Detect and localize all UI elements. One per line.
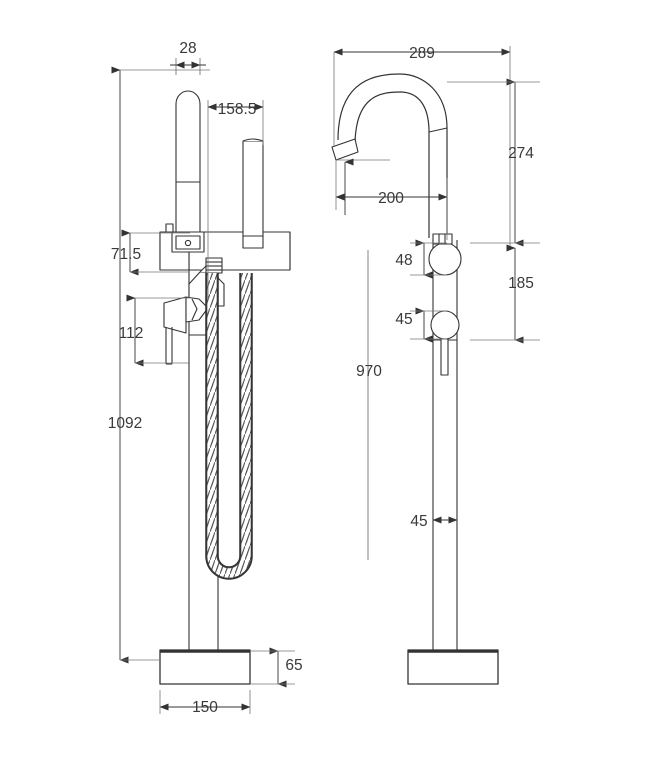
dim-label-45-riser: 45: [410, 513, 427, 530]
dim-label-45-knob: 45: [395, 311, 412, 328]
dim-label-185: 185: [508, 275, 534, 292]
dim-label-48: 48: [395, 252, 412, 269]
dimension-labels: 28 158.5 71.5 112 1092 65 150 289 274 18…: [108, 40, 535, 716]
dim-label-150: 150: [192, 699, 218, 716]
side-dimensions: [333, 46, 540, 560]
dim-label-274: 274: [508, 145, 534, 162]
side-view-geometry: [331, 73, 499, 685]
flexible-hose: [205, 273, 253, 580]
dim-label-289: 289: [409, 45, 435, 62]
dim-label-1092: 1092: [108, 415, 142, 432]
dim-label-158-5: 158.5: [218, 101, 257, 118]
dim-label-112: 112: [119, 325, 144, 342]
front-dimensions: [111, 58, 295, 714]
dim-label-28: 28: [179, 40, 196, 57]
dim-label-71-5: 71.5: [111, 246, 141, 263]
dim-label-970: 970: [356, 363, 382, 380]
front-view-geometry: [159, 90, 291, 685]
dim-label-65: 65: [285, 657, 302, 674]
dim-label-200: 200: [378, 190, 404, 207]
